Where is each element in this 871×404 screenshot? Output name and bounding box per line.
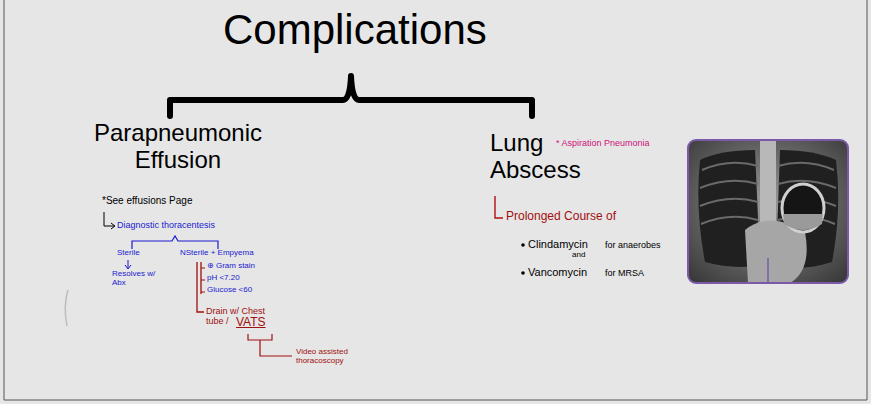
criteria-item: pH <7.20 xyxy=(207,274,240,283)
treatment-label: Prolonged Course of xyxy=(506,210,616,223)
chest-xray xyxy=(688,140,848,283)
leader-line xyxy=(248,334,292,356)
drug-purpose: for anaerobes xyxy=(605,240,661,250)
drug-name: Vancomycin xyxy=(528,266,587,278)
xray-border xyxy=(688,140,848,283)
branch-label: Resolves w/ Abx xyxy=(112,270,158,288)
frame-line xyxy=(867,0,868,400)
branch-label: Sterile xyxy=(117,249,140,258)
criteria-item: ⊕ Gram stain xyxy=(207,262,255,271)
heading: Parapneumonic Effusion xyxy=(78,120,278,174)
drug-name: Clindamycin xyxy=(528,238,588,250)
definition: Video assisted thoracoscopy xyxy=(296,348,360,366)
branch-bracket xyxy=(132,236,218,249)
note: *See effusions Page xyxy=(102,195,192,206)
bullet-dot xyxy=(521,271,525,275)
criteria-item: Glucose <60 xyxy=(207,286,252,295)
title: Complications xyxy=(223,6,487,53)
branch-label: NSterile + Empyema xyxy=(180,249,254,258)
frame-line xyxy=(4,0,5,400)
note: * Aspiration Pneumonia xyxy=(556,138,650,148)
leader-line xyxy=(495,196,503,218)
drug-purpose: for MRSA xyxy=(605,268,644,278)
arrow-down xyxy=(125,260,131,269)
step-label: Diagnostic thoracentesis xyxy=(117,220,215,230)
stray-mark xyxy=(65,290,68,326)
bullet-dot xyxy=(521,243,525,247)
connector-word: and xyxy=(572,251,585,260)
branch-line xyxy=(197,262,204,312)
arrow-head xyxy=(111,223,115,229)
tick-line xyxy=(201,268,205,292)
frame-line xyxy=(4,400,867,401)
main-bracket xyxy=(170,76,532,116)
abbreviation: VATS xyxy=(236,316,266,329)
